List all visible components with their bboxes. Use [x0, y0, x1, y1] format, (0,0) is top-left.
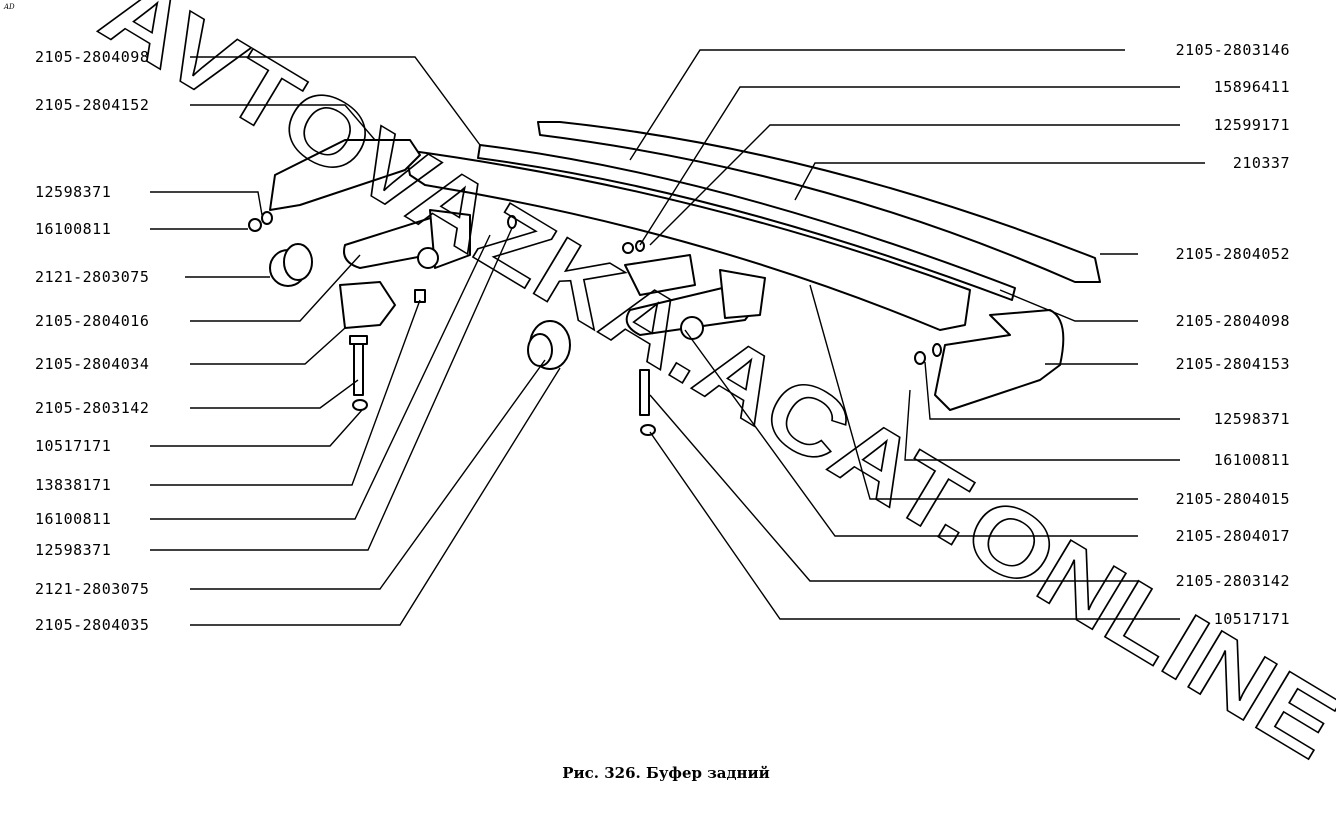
left-bolt-head [349, 335, 368, 345]
part-label-left: 2121-2803075 [35, 268, 150, 286]
part-label-left: 2105-2804016 [35, 312, 150, 330]
nut [914, 351, 926, 365]
part-label-left: 12598371 [35, 183, 112, 201]
washer [640, 424, 656, 436]
corner-mark: AD [4, 3, 15, 11]
leader-line [150, 234, 491, 520]
part-label-left: 2105-2804035 [35, 616, 150, 634]
part-label-left: 2105-2804098 [35, 48, 150, 66]
leader-line [190, 104, 376, 141]
right-mount [624, 254, 696, 296]
leader-line [190, 254, 361, 322]
leader-line [649, 124, 1180, 246]
washer [261, 211, 273, 225]
leader-line [190, 359, 546, 590]
leader-line [190, 56, 481, 146]
leader-line [639, 86, 1180, 246]
leader-line [904, 389, 1180, 461]
part-label-left: 16100811 [35, 220, 112, 238]
part-label-right: 210337 [1232, 154, 1290, 172]
washer [635, 240, 645, 252]
part-label-left: 10517171 [35, 437, 112, 455]
bumper-beam [404, 149, 971, 331]
leader-line [190, 327, 346, 365]
left-buffer-face [283, 243, 313, 281]
bumper-trim-strip [477, 144, 1016, 301]
right-bracket-plate [719, 269, 766, 319]
part-label-right: 2105-2804017 [1175, 527, 1290, 545]
leader-line [190, 379, 359, 409]
leader-line [649, 394, 1138, 582]
leader-line [809, 284, 1138, 500]
part-label-right: 2105-2804153 [1175, 355, 1290, 373]
part-label-left: 2105-2803142 [35, 399, 150, 417]
part-label-right: 2105-2803146 [1175, 41, 1290, 59]
part-label-right: 16100811 [1213, 451, 1290, 469]
part-label-right: 2105-2804098 [1175, 312, 1290, 330]
leader-line [150, 409, 363, 447]
leader-line [794, 162, 1205, 201]
part-label-left: 12598371 [35, 541, 112, 559]
nut [248, 218, 262, 232]
leader-line [150, 191, 263, 216]
part-label-right: 12598371 [1213, 410, 1290, 428]
left-end-cap [269, 139, 421, 211]
leader-line [924, 361, 1180, 420]
upper-moulding [537, 121, 1101, 283]
leader-line [649, 431, 1180, 620]
part-label-left: 2121-2803075 [35, 580, 150, 598]
leader-line [150, 299, 421, 486]
part-label-right: 15896411 [1213, 78, 1290, 96]
part-label-left: 2105-2804034 [35, 355, 150, 373]
part-label-right: 2105-2804052 [1175, 245, 1290, 263]
part-label-right: 2105-2804015 [1175, 490, 1290, 508]
leader-line [629, 49, 1125, 161]
washer [932, 343, 942, 357]
leader-line [150, 227, 513, 551]
caption-text: Рис. 326. Буфер задний [562, 764, 770, 782]
right-bolt [639, 369, 650, 416]
nut [622, 242, 634, 254]
washer [352, 399, 368, 411]
left-bracket-eye [417, 247, 439, 269]
part-label-right: 10517171 [1213, 610, 1290, 628]
part-label-right: 2105-2803142 [1175, 572, 1290, 590]
leader-line [190, 367, 561, 626]
leader-line [684, 329, 1138, 537]
part-label-left: 2105-2804152 [35, 96, 150, 114]
watermark-text: AVTOVAZKA.ACAT.ONLINE [84, 0, 1336, 779]
part-label-left: 13838171 [35, 476, 112, 494]
part-label-right: 12599171 [1213, 116, 1290, 134]
leader-line [999, 289, 1138, 322]
left-mount [339, 281, 396, 329]
figure-caption: Рис. 326. Буфер задний [0, 764, 1336, 782]
part-label-left: 16100811 [35, 510, 112, 528]
